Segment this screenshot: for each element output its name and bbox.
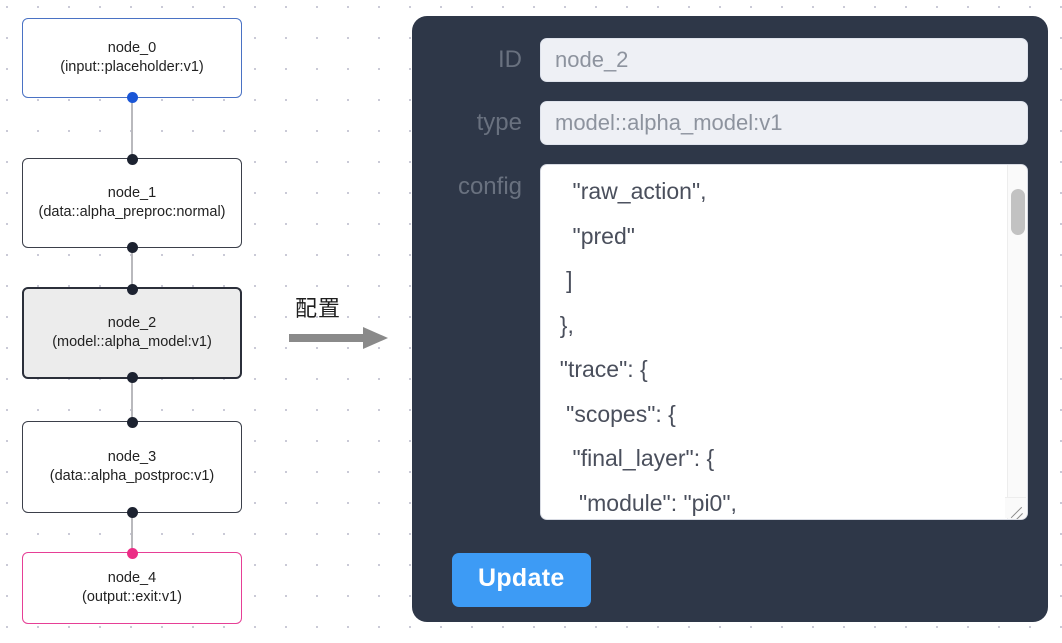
right-arrow-icon <box>289 327 388 349</box>
type-field-row: type model::alpha_model:v1 <box>432 101 1028 145</box>
id-field-label: ID <box>498 46 522 73</box>
resize-grip-icon[interactable] <box>1005 497 1026 518</box>
config-scrollbar[interactable] <box>1007 165 1027 519</box>
id-field-row: ID node_2 <box>432 38 1028 82</box>
flow-caption-label: 配置 <box>295 296 342 321</box>
node-handle-input-icon[interactable] <box>126 547 138 559</box>
config-field-label: config <box>457 173 522 200</box>
node-id-label: node_2 <box>107 315 157 331</box>
node-id-label: node_4 <box>107 570 157 586</box>
config-textarea[interactable]: "raw_action", "pred" ] }, "trace": { "sc… <box>540 164 1028 520</box>
flow-annotation: 配置 <box>289 296 397 358</box>
config-json-text: "raw_action", "pred" ] }, "trace": { "sc… <box>559 178 737 516</box>
edge-node2-node3 <box>131 374 133 426</box>
id-input[interactable]: node_2 <box>540 38 1028 82</box>
node-handle-output-icon[interactable] <box>126 371 138 383</box>
node-handle-output-icon[interactable] <box>126 241 138 253</box>
graph-node-node_1[interactable]: node_1 (data::alpha_preproc:normal) <box>22 153 242 253</box>
node-id-label: node_0 <box>107 40 157 56</box>
node-handle-output-icon[interactable] <box>126 91 138 103</box>
config-field-row: config "raw_action", "pred" ] }, "trace"… <box>432 164 1028 520</box>
type-input[interactable]: model::alpha_model:v1 <box>540 101 1028 145</box>
edge-node3-node4 <box>131 508 133 557</box>
node-id-label: node_3 <box>107 449 157 465</box>
node-type-label: (data::alpha_postproc:v1) <box>49 468 215 484</box>
graph-node-node_0[interactable]: node_0 (input::placeholder:v1) <box>22 18 242 103</box>
edge-node1-node2 <box>131 243 133 292</box>
node-type-label: (output::exit:v1) <box>82 589 182 605</box>
config-scrollbar-thumb[interactable] <box>1011 189 1025 235</box>
node-handle-output-icon[interactable] <box>126 506 138 518</box>
node-id-label: node_1 <box>107 185 157 201</box>
graph-node-node_2[interactable]: node_2 (model::alpha_model:v1) <box>22 283 242 383</box>
edge-node0-node1 <box>131 93 133 163</box>
node-config-panel: ID node_2 type model::alpha_model:v1 con… <box>412 16 1048 622</box>
type-field-label: type <box>476 109 522 136</box>
graph-node-node_3[interactable]: node_3 (data::alpha_postproc:v1) <box>22 416 242 518</box>
node-type-label: (data::alpha_preproc:normal) <box>38 204 226 220</box>
graph-node-node_4[interactable]: node_4 (output::exit:v1) <box>22 547 242 624</box>
update-button[interactable]: Update <box>452 553 591 607</box>
node-type-label: (input::placeholder:v1) <box>60 59 204 75</box>
node-handle-input-icon[interactable] <box>126 416 138 428</box>
node-handle-input-icon[interactable] <box>126 283 138 295</box>
node-handle-input-icon[interactable] <box>126 153 138 165</box>
node-type-label: (model::alpha_model:v1) <box>52 334 212 350</box>
